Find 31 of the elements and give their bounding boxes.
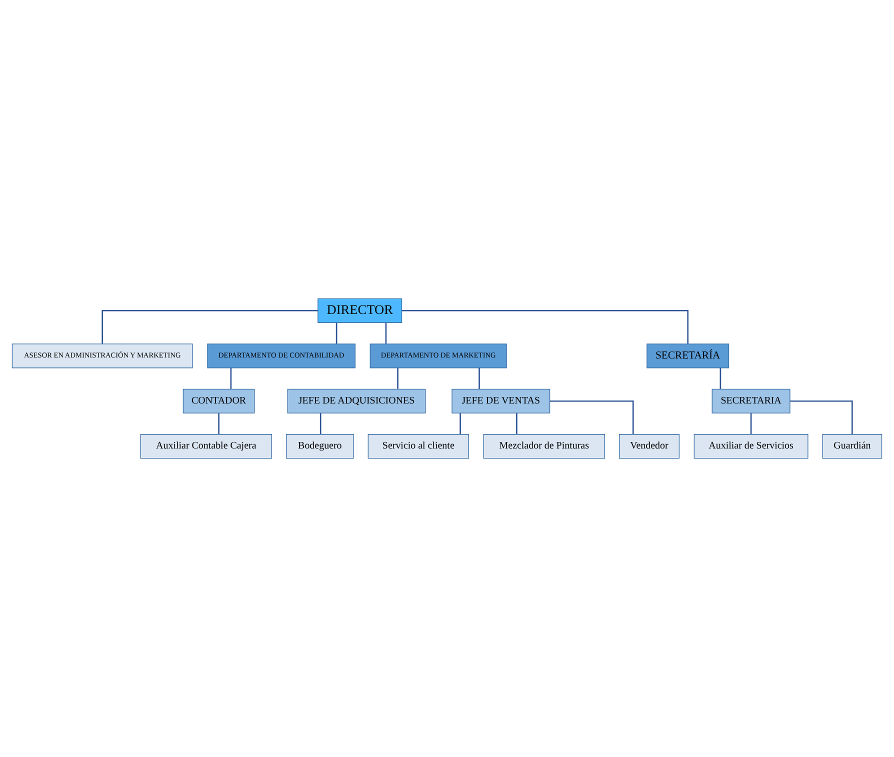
connector: [102, 310, 318, 344]
connector: [478, 368, 480, 389]
connector: [397, 368, 398, 389]
node-box: JEFE DE VENTAS: [452, 388, 550, 414]
node-box: DEPARTAMENTO DE MARKETING: [370, 344, 507, 368]
node-box: SECRETARÍA: [646, 344, 730, 368]
connector: [218, 413, 220, 434]
connector: [750, 413, 752, 434]
connector: [460, 413, 461, 434]
node-box: JEFE DE ADQUISICIONES: [287, 388, 426, 414]
connector: [320, 413, 322, 434]
connector: [516, 413, 518, 434]
node-box: Bodeguero: [286, 434, 354, 459]
node-box: Auxiliar de Servicios: [694, 434, 808, 459]
node-box: Mezclador de Pinturas: [483, 434, 606, 459]
node-box: Vendedor: [618, 434, 680, 459]
node-box: DEPARTAMENTO DE CONTABILIDAD: [207, 344, 356, 368]
connector: [550, 400, 634, 434]
node-box: Servicio al cliente: [368, 434, 469, 459]
connector: [230, 368, 232, 389]
connector: [385, 322, 387, 344]
connector: [336, 322, 338, 344]
connector: [720, 368, 722, 389]
node-box: DIRECTOR: [318, 298, 402, 323]
node-box: Auxiliar Contable Cajera: [140, 434, 272, 459]
node-box: CONTADOR: [182, 388, 255, 414]
node-box: ASESOR EN ADMINISTRACIÓN Y MARKETING: [12, 344, 193, 368]
node-box: SECRETARIA: [712, 388, 790, 414]
connector: [402, 310, 688, 344]
connector: [790, 400, 853, 434]
node-box: Guardián: [822, 434, 882, 459]
